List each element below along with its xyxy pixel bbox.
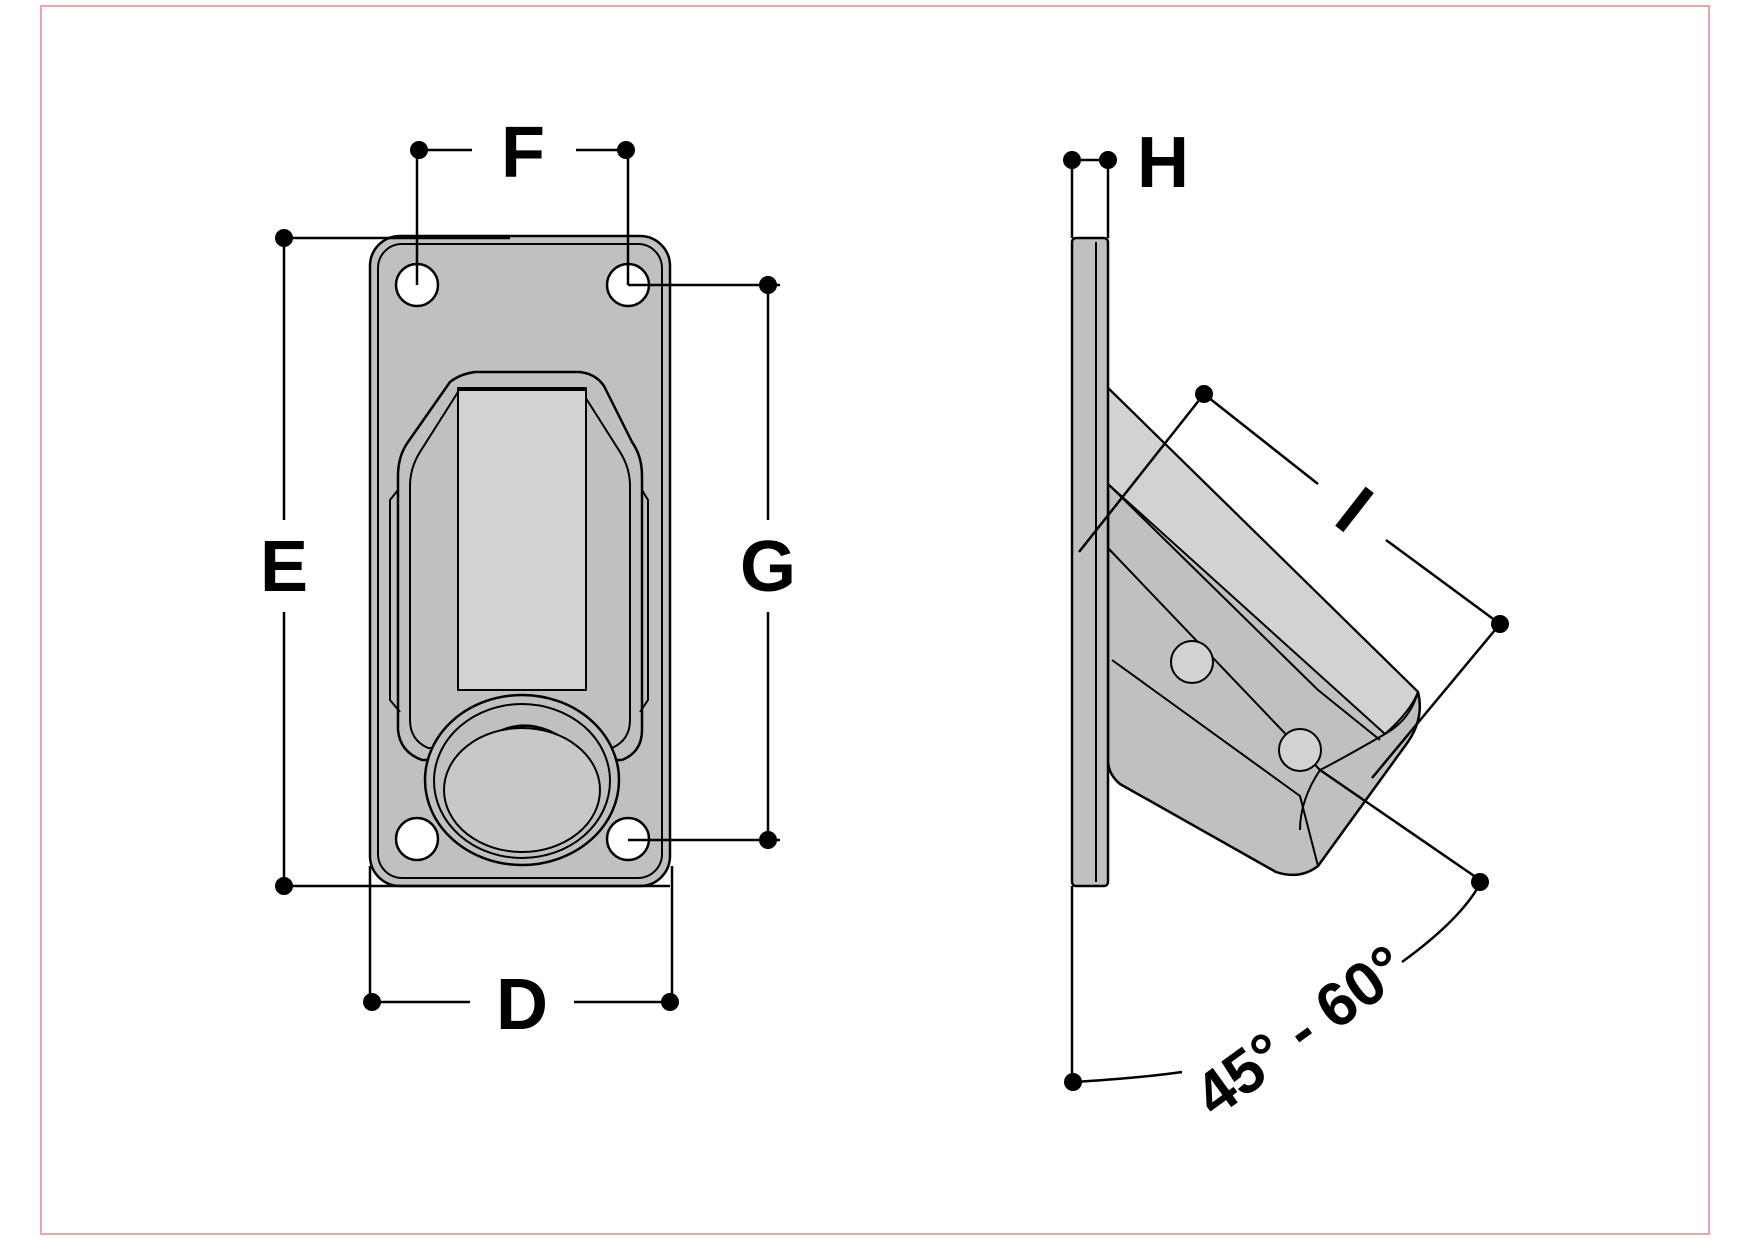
front-base-plate-inner-edge xyxy=(377,243,663,879)
side-set-screw-hole-1 xyxy=(1170,640,1214,684)
angle-label: 45° - 60° xyxy=(1182,932,1419,1130)
side-socket-end-face xyxy=(1299,691,1419,831)
socket-center-band xyxy=(457,387,587,691)
dimension-label-d: D xyxy=(496,965,548,1045)
dimension-label-h: H xyxy=(1137,123,1189,203)
dimension-label-e: E xyxy=(260,527,308,607)
tube-opening-inner xyxy=(443,727,601,853)
socket-right-flute xyxy=(639,489,649,713)
socket-left-flute xyxy=(389,489,401,713)
side-base-plate xyxy=(1070,236,1110,888)
front-dimensions: F E G D xyxy=(260,113,796,1045)
side-set-screw-hole-2 xyxy=(1278,728,1322,772)
front-view xyxy=(368,234,672,888)
dimension-label-g: G xyxy=(740,527,796,607)
page-border xyxy=(40,5,1710,1235)
dimension-label-f: F xyxy=(501,113,545,193)
tube-opening-ring xyxy=(433,703,611,859)
side-socket-edge-1 xyxy=(1107,483,1381,741)
mounting-hole-bottom-left xyxy=(394,816,440,862)
side-socket-edge-3 xyxy=(1111,659,1319,867)
side-view xyxy=(1070,236,1422,888)
dimension-label-i: I xyxy=(1321,472,1386,547)
